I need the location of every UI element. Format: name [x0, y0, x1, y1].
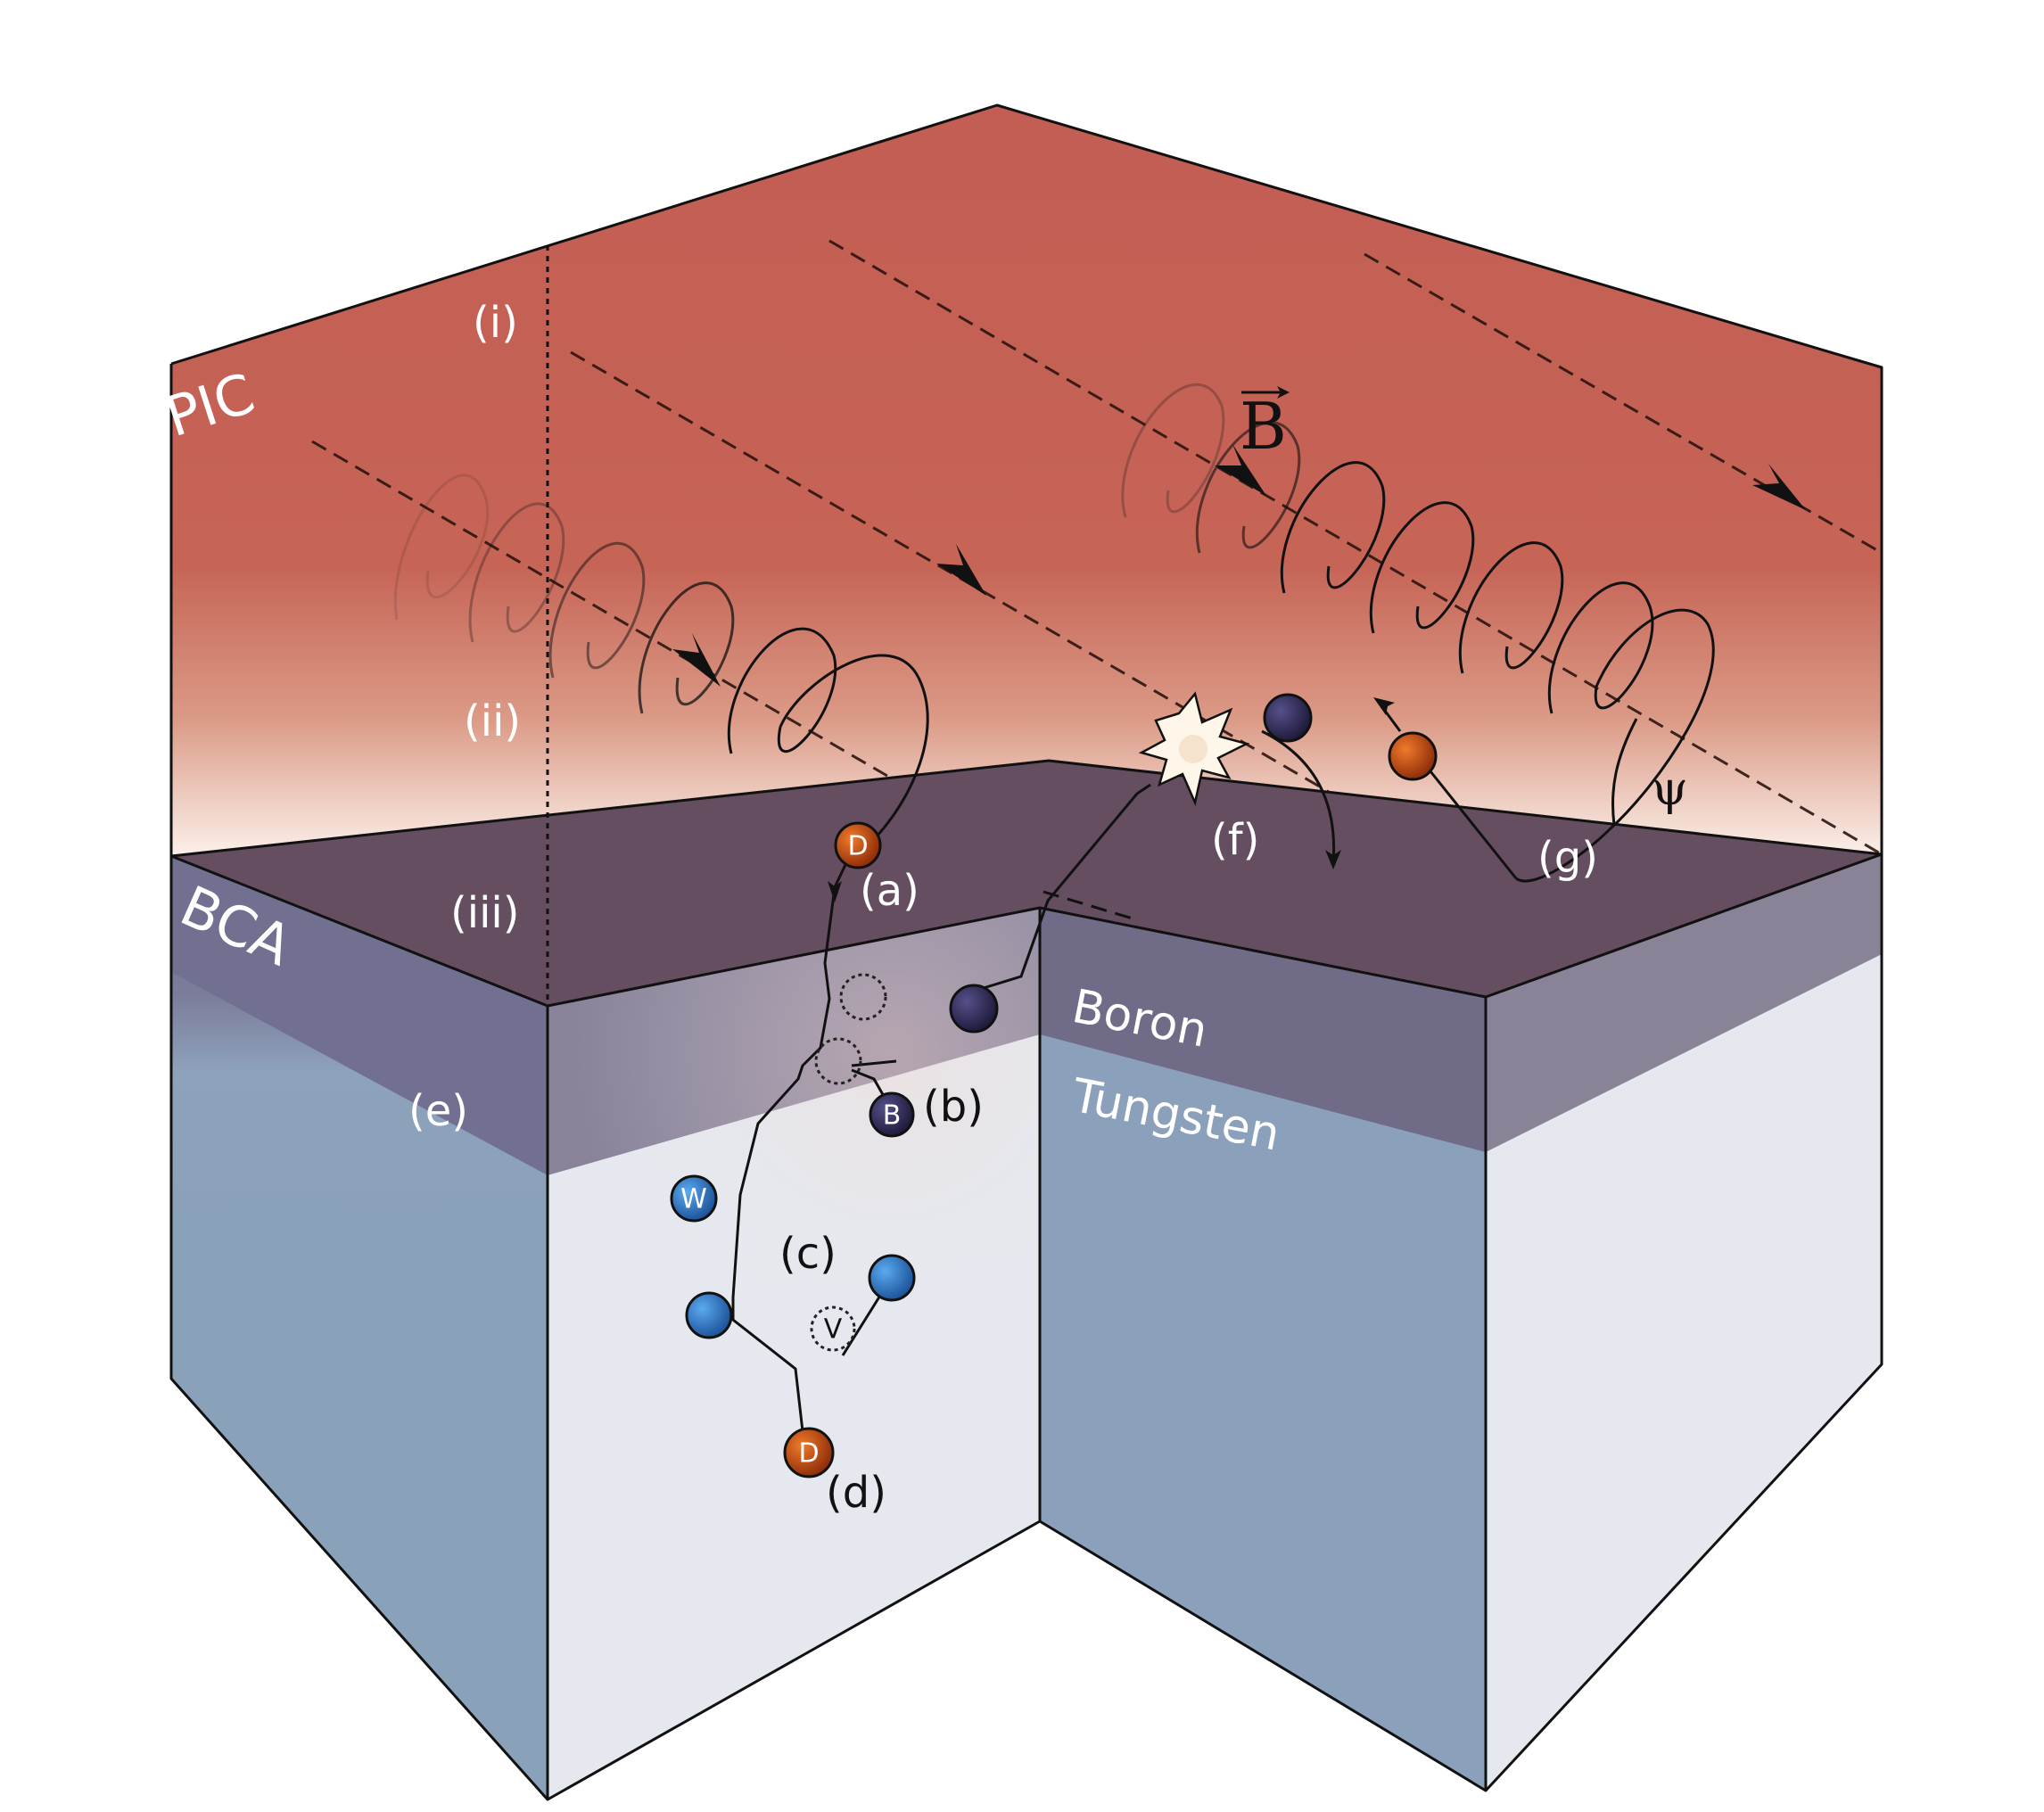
- vacancy-boron-2: [814, 1037, 862, 1085]
- atom-tungsten-1: [685, 1291, 733, 1339]
- gyro-orbit-left: [393, 474, 929, 864]
- trajectory-arrowheads: [828, 697, 1395, 902]
- svg-text:V: V: [824, 1314, 843, 1346]
- atom-boron-b: B: [869, 1091, 915, 1138]
- atom-boron-recoil: [949, 984, 999, 1034]
- inner-glow: [548, 908, 1040, 1338]
- svg-text:B: B: [883, 1100, 902, 1132]
- label-a: (a): [860, 866, 919, 916]
- label-iii: (iii): [450, 888, 519, 938]
- atom-boron-sputtered: [1263, 693, 1313, 743]
- label-ii: (ii): [464, 696, 521, 746]
- atom-deuterium-a: D: [834, 821, 882, 869]
- label-i: (i): [473, 298, 518, 348]
- boron-top-surface: [171, 761, 1882, 1006]
- gyro-orbit-right: [1121, 383, 1715, 883]
- psi-angle-arc: [1611, 718, 1638, 826]
- trajectories: [731, 710, 1518, 1463]
- label-d: (d): [826, 1468, 886, 1518]
- label-e: (e): [408, 1086, 468, 1136]
- svg-text:B: B: [1240, 389, 1287, 464]
- label-c: (c): [779, 1229, 837, 1279]
- label-psi: ψ: [1652, 762, 1688, 816]
- inner-right-boron-band: [1040, 908, 1486, 1152]
- atom-tungsten-2: [868, 1254, 916, 1302]
- vacancy-v: V: [810, 1305, 856, 1352]
- vacancy-boron-1: [839, 973, 887, 1021]
- arrow-g: [1373, 697, 1395, 715]
- left-boron-band: [171, 856, 548, 1175]
- field-lines: [311, 239, 1882, 856]
- svg-text:D: D: [847, 831, 868, 862]
- block-outlines: [169, 103, 1883, 1801]
- field-arrowheads: [672, 444, 1806, 687]
- arrow-a: [828, 881, 842, 902]
- svg-text:D: D: [798, 1438, 819, 1470]
- field-arrow-2: [936, 544, 986, 596]
- atom-deuterium-d: D: [783, 1427, 835, 1478]
- field-arrow-4: [1752, 464, 1806, 510]
- inner-right-face: [1040, 908, 1486, 1791]
- right-boron-band: [1486, 854, 1882, 1152]
- atom-tungsten-w: W: [670, 1174, 718, 1223]
- label-bfield: B: [1240, 386, 1290, 464]
- atom-deuterium-reflected: [1388, 731, 1438, 781]
- label-f: (f): [1211, 815, 1259, 865]
- label-b: (b): [923, 1082, 984, 1132]
- field-arrow-3: [1215, 444, 1266, 496]
- field-lines-lower: [1043, 890, 1133, 920]
- label-g: (g): [1537, 833, 1598, 883]
- arrow-f: [1325, 850, 1341, 869]
- field-arrow-1: [672, 633, 721, 687]
- svg-text:W: W: [680, 1184, 707, 1215]
